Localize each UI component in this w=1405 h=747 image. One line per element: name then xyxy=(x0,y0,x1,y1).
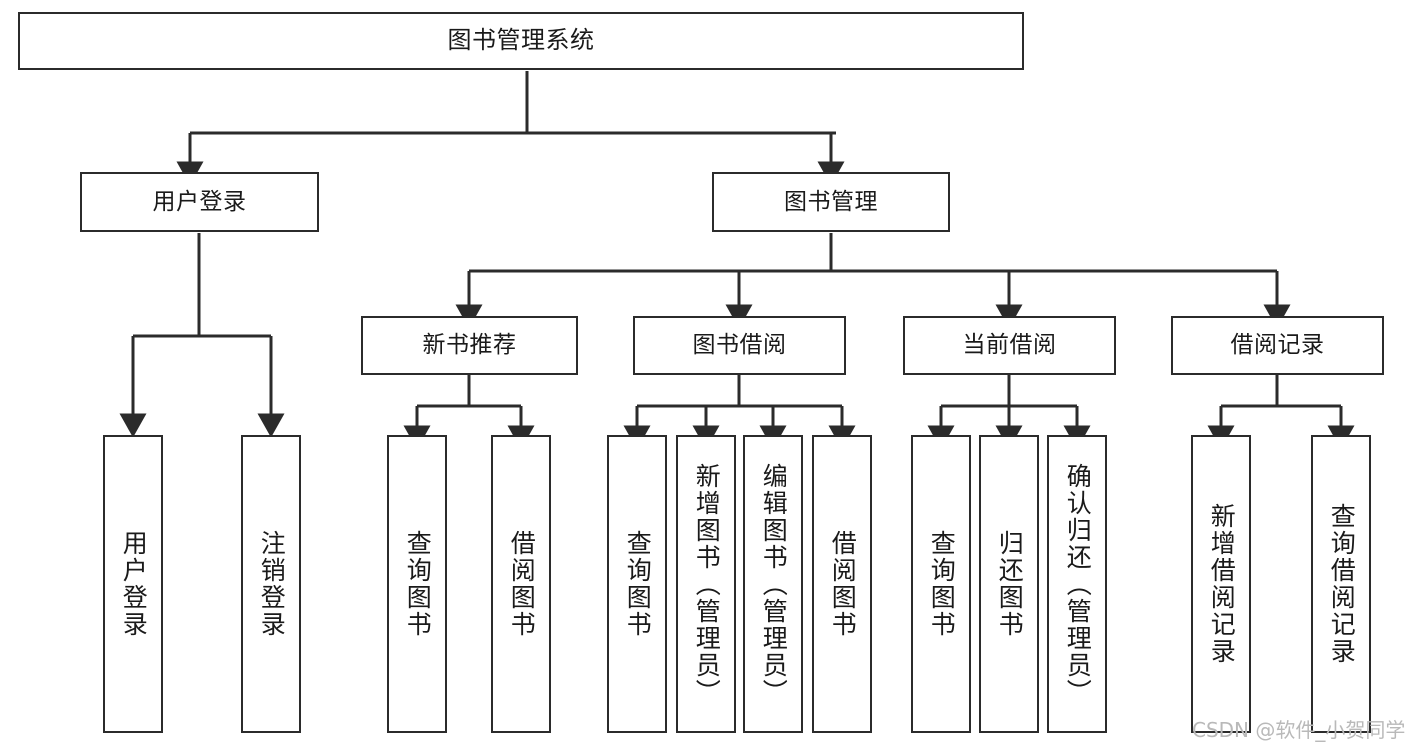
node-book-management-label: 图书管理 xyxy=(784,188,878,215)
node-root[interactable]: 图书管理系统 xyxy=(18,12,1024,70)
csdn-watermark: CSDN @软件_小贺同学 xyxy=(1192,718,1405,742)
leaf-book-borrow-2[interactable]: 新增图书（管理员） xyxy=(676,435,736,733)
node-user-login-label: 用户登录 xyxy=(152,188,247,215)
leaf-book-borrow-1-label: 查询图书 xyxy=(623,530,653,638)
leaf-new-book-2[interactable]: 借阅图书 xyxy=(491,435,551,733)
node-new-book-recommend-label: 新书推荐 xyxy=(422,332,517,359)
node-book-management[interactable]: 图书管理 xyxy=(712,172,950,232)
leaf-borrow-record-2[interactable]: 查询借阅记录 xyxy=(1311,435,1371,733)
leaf-user-login-1[interactable]: 用户登录 xyxy=(103,435,163,733)
leaf-user-login-2-label: 注销登录 xyxy=(257,530,287,638)
node-borrow-record[interactable]: 借阅记录 xyxy=(1171,316,1384,375)
leaf-user-login-2[interactable]: 注销登录 xyxy=(241,435,301,733)
node-new-book-recommend[interactable]: 新书推荐 xyxy=(361,316,578,375)
leaf-book-borrow-3-label: 编辑图书（管理员） xyxy=(759,462,789,706)
node-borrow-record-label: 借阅记录 xyxy=(1230,332,1325,359)
leaf-current-borrow-3[interactable]: 确认归还（管理员） xyxy=(1047,435,1107,733)
leaf-user-login-1-label: 用户登录 xyxy=(119,530,149,638)
leaf-borrow-record-1-label: 新增借阅记录 xyxy=(1207,503,1237,665)
node-book-borrow[interactable]: 图书借阅 xyxy=(633,316,846,375)
leaf-current-borrow-1-label: 查询图书 xyxy=(927,530,957,638)
node-current-borrow-label: 当前借阅 xyxy=(962,332,1057,359)
node-user-login[interactable]: 用户登录 xyxy=(80,172,319,232)
leaf-new-book-2-label: 借阅图书 xyxy=(507,530,537,638)
node-current-borrow[interactable]: 当前借阅 xyxy=(903,316,1116,375)
node-root-label: 图书管理系统 xyxy=(447,26,595,55)
leaf-current-borrow-2[interactable]: 归还图书 xyxy=(979,435,1039,733)
leaf-book-borrow-1[interactable]: 查询图书 xyxy=(607,435,667,733)
leaf-current-borrow-3-label: 确认归还（管理员） xyxy=(1063,462,1093,706)
leaf-book-borrow-4-label: 借阅图书 xyxy=(828,530,858,638)
node-book-borrow-label: 图书借阅 xyxy=(692,332,787,359)
leaf-borrow-record-1[interactable]: 新增借阅记录 xyxy=(1191,435,1251,733)
leaf-current-borrow-1[interactable]: 查询图书 xyxy=(911,435,971,733)
leaf-new-book-1-label: 查询图书 xyxy=(403,530,433,638)
leaf-borrow-record-2-label: 查询借阅记录 xyxy=(1327,503,1357,665)
leaf-new-book-1[interactable]: 查询图书 xyxy=(387,435,447,733)
leaf-book-borrow-4[interactable]: 借阅图书 xyxy=(812,435,872,733)
leaf-book-borrow-3[interactable]: 编辑图书（管理员） xyxy=(743,435,803,733)
leaf-current-borrow-2-label: 归还图书 xyxy=(995,530,1025,638)
leaf-book-borrow-2-label: 新增图书（管理员） xyxy=(692,462,722,706)
